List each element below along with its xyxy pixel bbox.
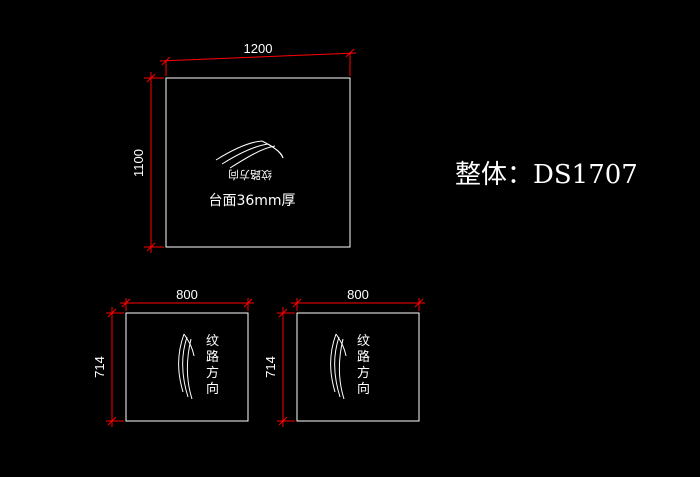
top-grain-label: 纹路方向 xyxy=(228,168,272,182)
top-grain-arrow-icon xyxy=(215,140,284,169)
bottom-left-height-dimension xyxy=(106,307,124,427)
bottom-right-width-dimension xyxy=(291,298,425,311)
top-width-label: 1200 xyxy=(244,41,273,56)
bottom-right-panel-outline xyxy=(296,312,420,422)
bottom-left-grain-char-1: 纹 xyxy=(206,334,219,349)
bottom-left-grain-arrow-icon xyxy=(178,333,195,400)
top-width-dimension xyxy=(159,48,357,76)
bottom-right-grain-arrow-icon xyxy=(330,333,347,400)
bottom-right-height-dimension xyxy=(277,307,295,427)
bottom-left-grain-char-2: 路 xyxy=(206,349,219,365)
bottom-left-grain-char-3: 方 xyxy=(206,365,219,381)
top-height-label: 1100 xyxy=(131,149,146,177)
bottom-left-width-dimension xyxy=(120,298,254,311)
top-height-dimension xyxy=(144,72,164,253)
thickness-label: 台面36mm厚 xyxy=(208,193,295,209)
bottom-left-panel: 800 714 纹 路 方 向 xyxy=(92,287,254,427)
bottom-right-grain-char-2: 路 xyxy=(357,349,370,365)
bottom-right-grain-char-4: 向 xyxy=(357,381,370,397)
bottom-left-panel-outline xyxy=(125,312,249,422)
bottom-right-grain-char-1: 纹 xyxy=(357,334,370,349)
bottom-right-grain-char-3: 方 xyxy=(357,365,370,381)
bottom-left-width-label: 800 xyxy=(176,287,198,302)
bottom-left-grain-char-4: 向 xyxy=(206,381,219,397)
top-panel: 1200 1100 纹路方向 台面36mm厚 xyxy=(131,41,357,253)
top-panel-outline xyxy=(165,77,351,248)
drawing-title: 整体：DS1707 xyxy=(455,160,638,190)
bottom-right-panel: 800 714 纹 路 方 向 xyxy=(263,287,425,427)
bottom-left-height-label: 714 xyxy=(92,356,107,378)
bottom-right-width-label: 800 xyxy=(347,287,369,302)
bottom-right-height-label: 714 xyxy=(263,356,278,378)
